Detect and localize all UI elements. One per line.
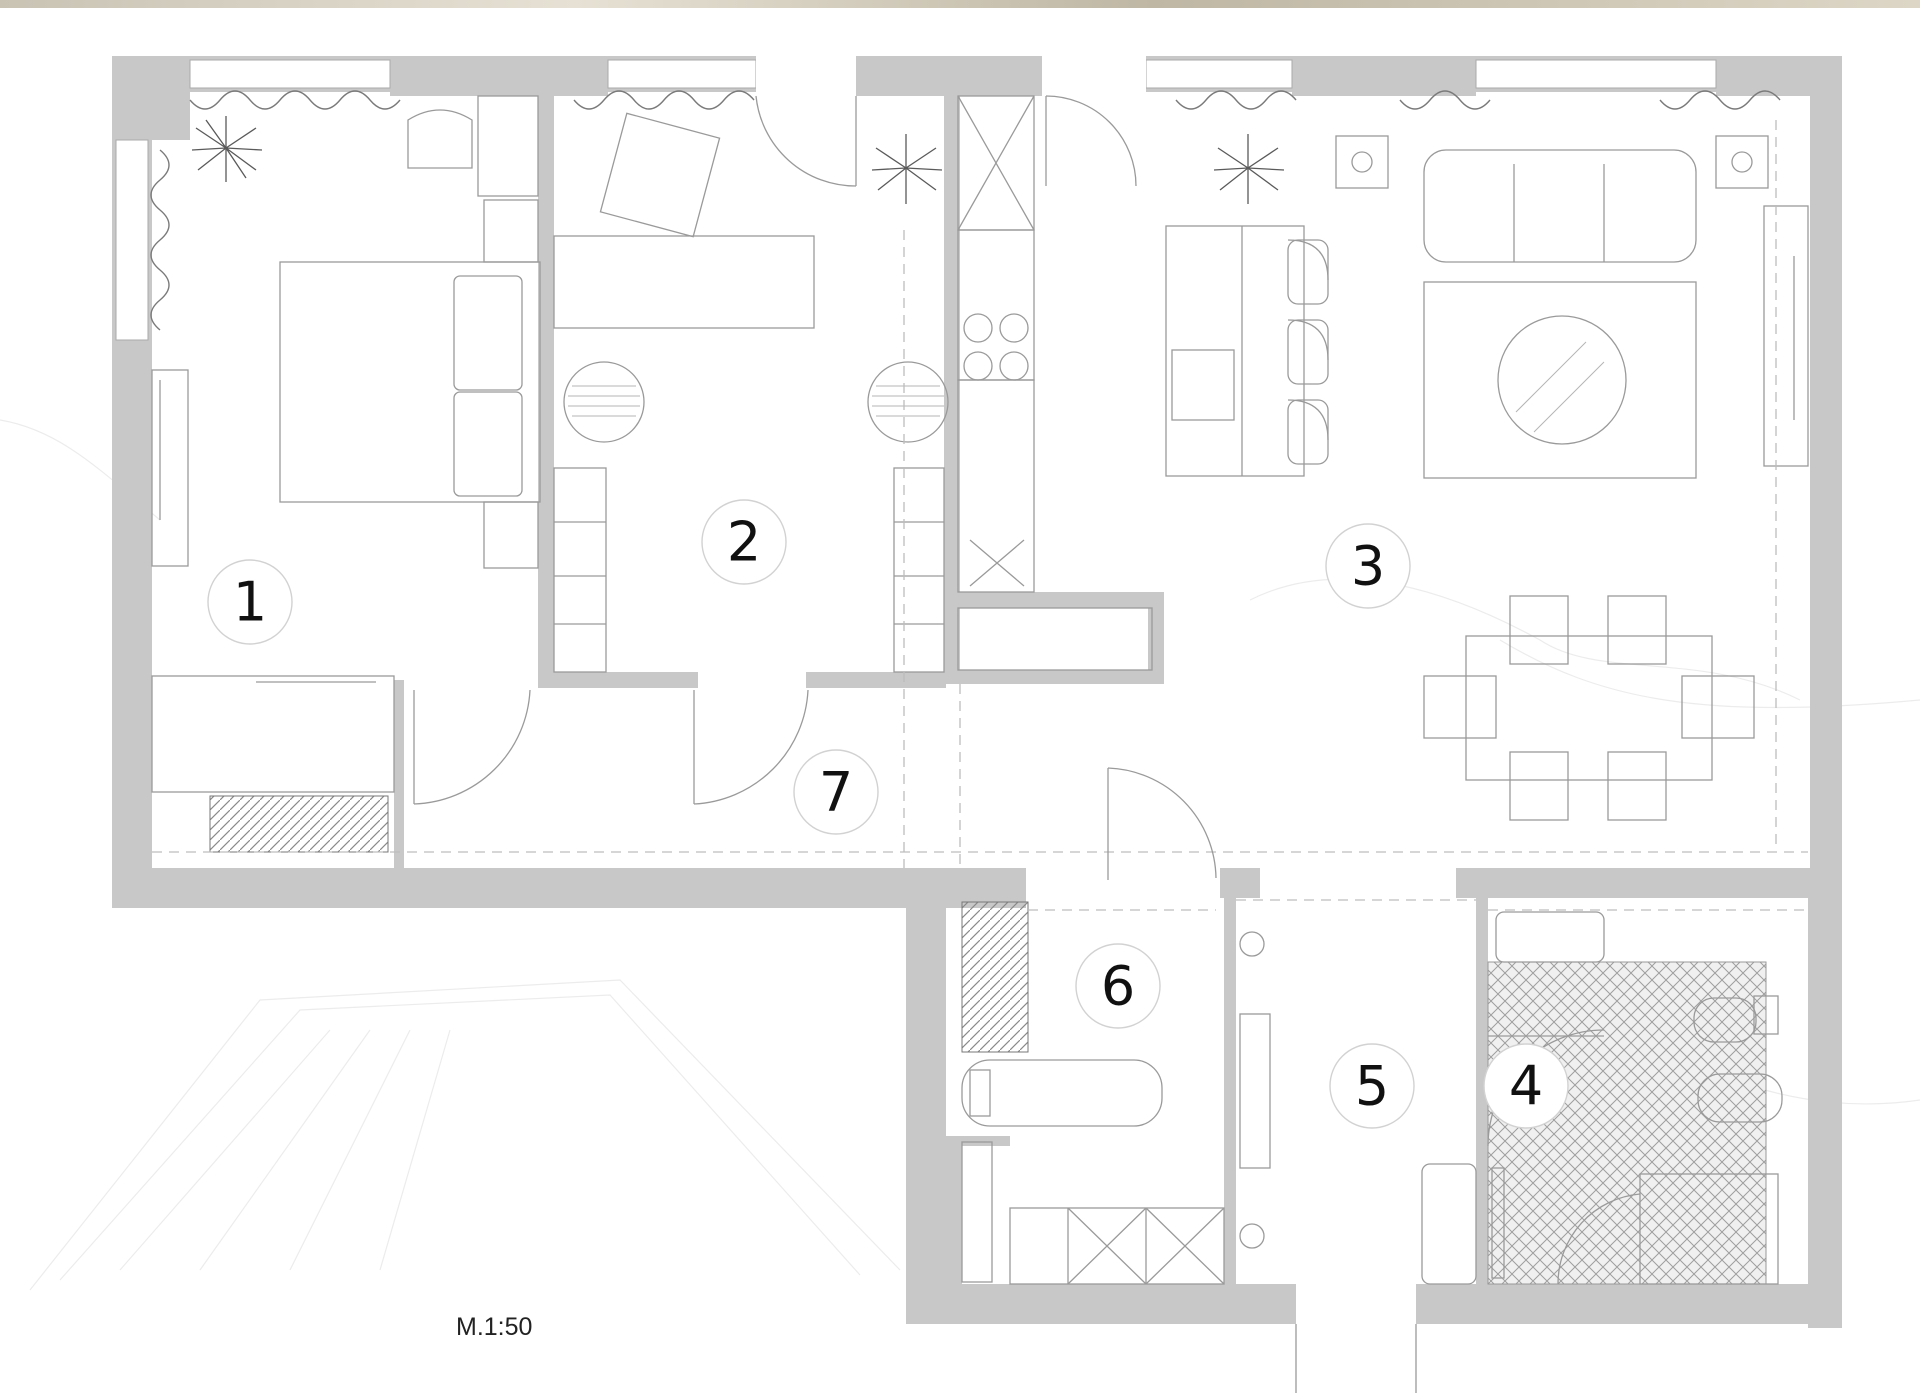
room-label-6: 6 — [1075, 943, 1161, 1029]
room-5-fixtures — [1236, 899, 1808, 1285]
room-6-fixtures — [961, 901, 1225, 1285]
room-2-furniture — [553, 90, 949, 673]
rug-lines-left — [568, 385, 640, 417]
top-decorative-band — [0, 0, 1920, 8]
room-3-furniture — [957, 90, 1809, 821]
room-7-doors — [152, 120, 1808, 880]
svg-text:3: 3 — [1351, 535, 1385, 598]
room-4-fixtures — [1487, 911, 1783, 1285]
room-label-2: 2 — [701, 499, 787, 585]
svg-text:5: 5 — [1355, 1055, 1389, 1118]
room-label-7: 7 — [793, 749, 879, 835]
room-label-3: 3 — [1325, 523, 1411, 609]
room-label-5: 5 — [1329, 1043, 1415, 1129]
svg-text:4: 4 — [1509, 1055, 1543, 1118]
entrance-lines — [1295, 1324, 1417, 1393]
svg-text:2: 2 — [727, 511, 761, 574]
svg-text:1: 1 — [233, 571, 267, 634]
svg-text:7: 7 — [819, 761, 853, 824]
room-label-4: 4 — [1483, 1043, 1569, 1129]
walls — [112, 56, 1842, 1328]
rug-lines-right — [872, 385, 944, 417]
room-1-furniture — [150, 90, 541, 853]
scale-label: M.1:50 — [456, 1313, 533, 1341]
svg-text:6: 6 — [1101, 955, 1135, 1018]
room-label-1: 1 — [207, 559, 293, 645]
